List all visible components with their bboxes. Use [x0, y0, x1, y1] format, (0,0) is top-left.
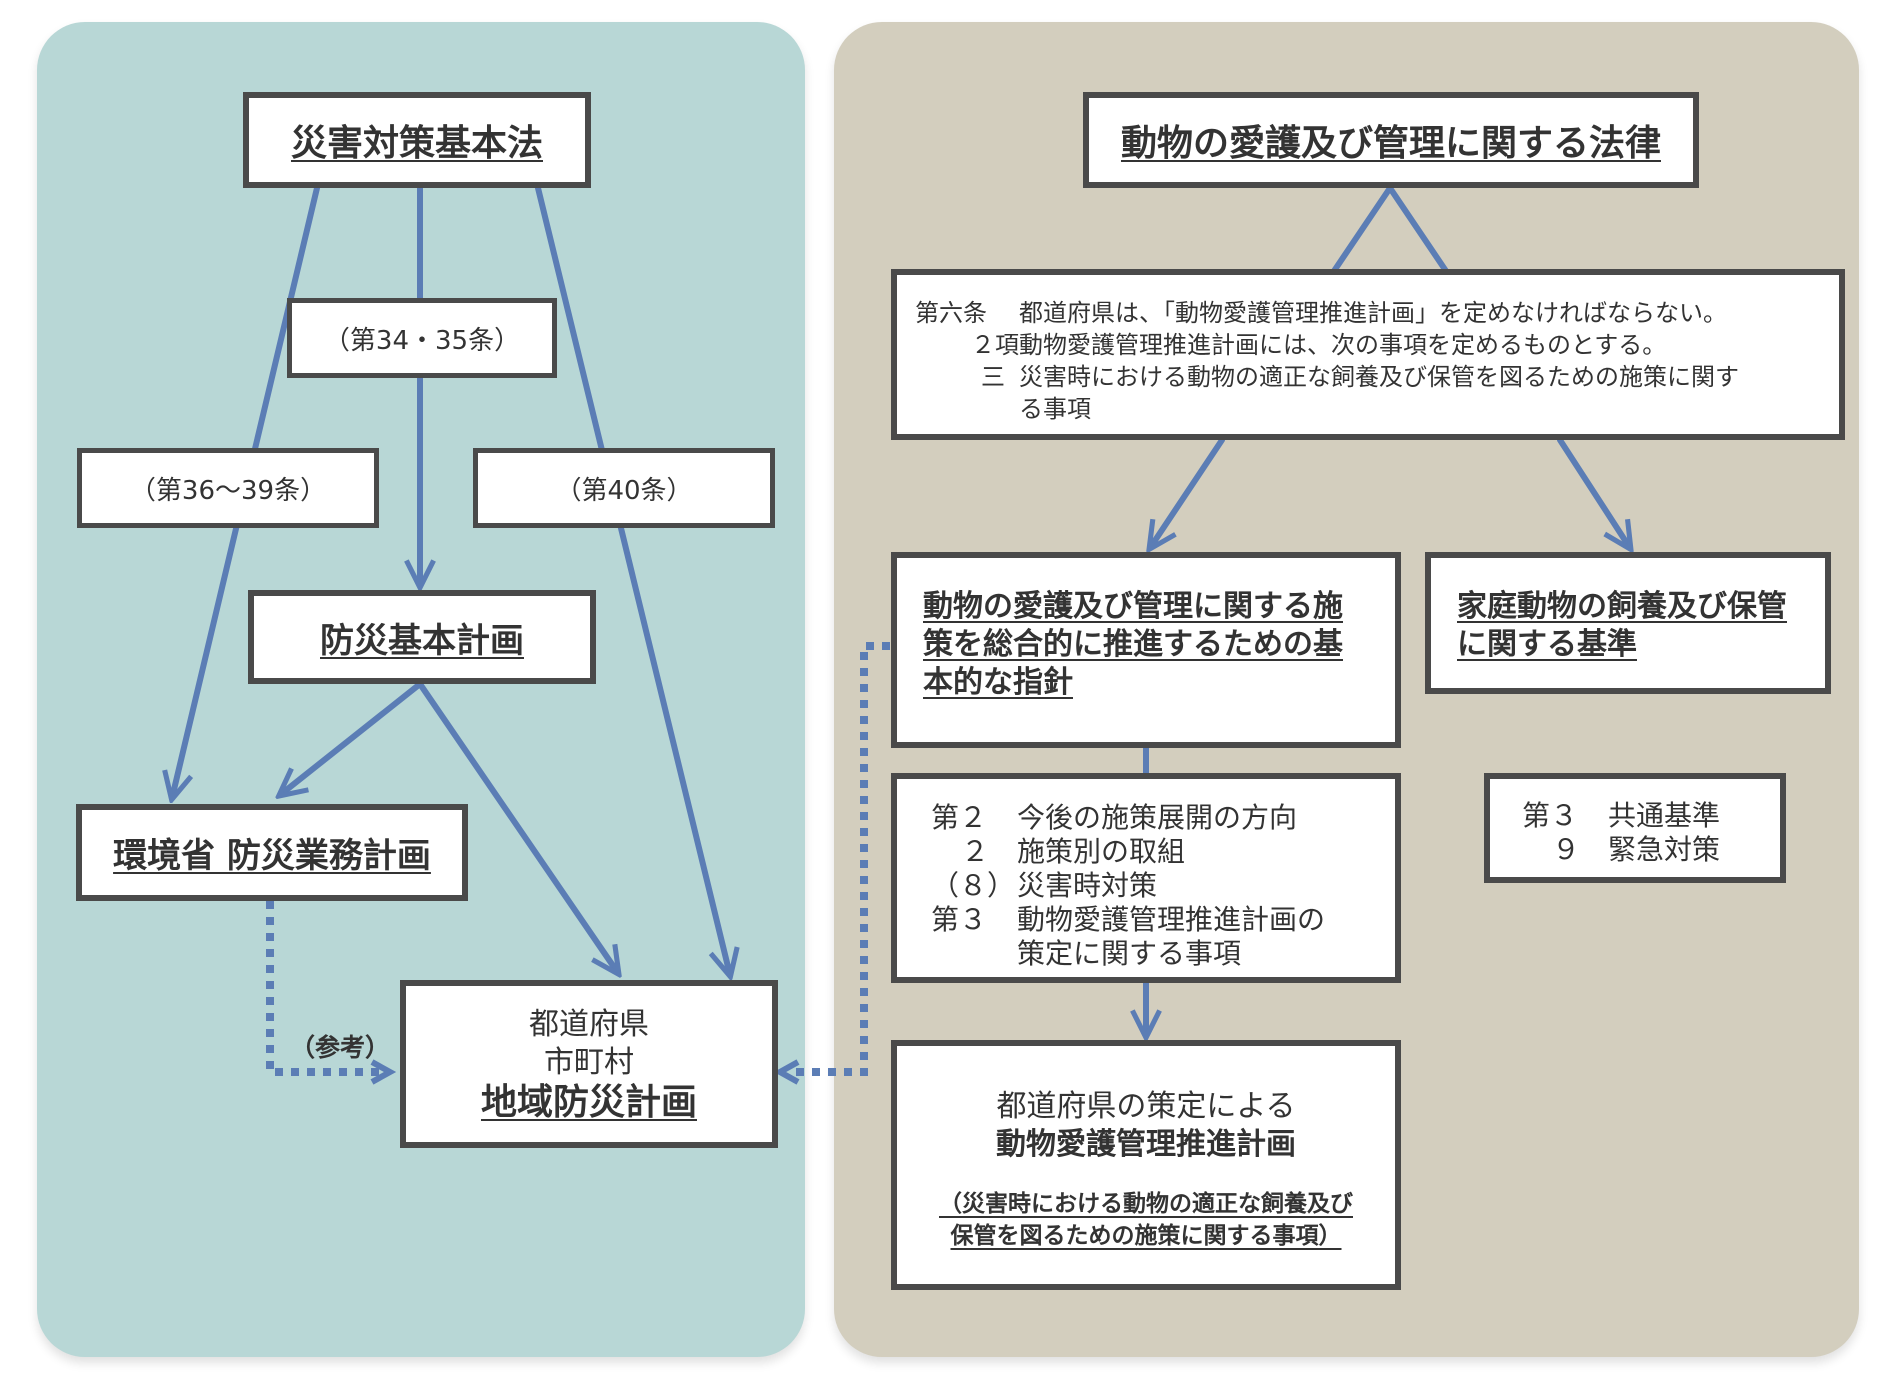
regional-plan-line1: 都道府県	[529, 1007, 649, 1042]
guideline-item: 第３ 動物愛護管理推進計画の	[931, 903, 1395, 937]
article6-row-text: 動物愛護管理推進計画には、次の事項を定めるものとする。	[1019, 331, 1667, 359]
guideline-item-text: 施策別の取組	[1017, 835, 1186, 868]
article6-row-text: 災害時における動物の適正な飼養及び保管を図るための施策に関す	[1019, 363, 1739, 391]
guideline-item-key: 第３	[931, 903, 988, 936]
left-panel-disaster	[37, 22, 805, 1357]
article-label-40: （第40条）	[473, 448, 775, 528]
guideline-items: 第２ 今後の施策展開の方向 ２ 施策別の取組 （８）災害時対策 第３ 動物愛護管理推進…	[891, 773, 1401, 983]
reference-label: （参考）	[290, 1033, 391, 1062]
guideline-item: 第２ 今後の施策展開の方向	[931, 801, 1395, 835]
standard-item-key: 第３	[1522, 799, 1579, 832]
basic-disaster-plan-title: 防災基本計画	[320, 620, 524, 661]
regional-plan-line2: 市町村	[544, 1045, 634, 1080]
ministry-disaster-plan: 環境省 防災業務計画	[76, 804, 468, 901]
article6-row: ２項 動物愛護管理推進計画には、次の事項を定めるものとする。	[915, 329, 1839, 361]
article6-row: 三 災害時における動物の適正な飼養及び保管を図るための施策に関す	[915, 361, 1839, 393]
guideline-item-text: 今後の施策展開の方向	[1017, 801, 1298, 834]
standard-item-text: 緊急対策	[1608, 833, 1721, 866]
basic-disaster-plan: 防災基本計画	[248, 590, 596, 684]
article6-row-text: る事項	[1019, 395, 1091, 423]
standard-item-key: ９	[1551, 833, 1580, 866]
standard-item: ９ 緊急対策	[1522, 833, 1780, 867]
article-label-36-39: （第36〜39条）	[77, 448, 379, 528]
standard-item: 第３ 共通基準	[1522, 799, 1780, 833]
guideline-item-text: 動物愛護管理推進計画の	[1017, 903, 1326, 936]
promotion-plan-note: （災害時における動物の適正な飼養及び保管を図るための施策に関する事項）	[939, 1191, 1353, 1249]
prefectural-promotion-plan: 都道府県の策定による 動物愛護管理推進計画 （災害時における動物の適正な飼養及び…	[891, 1040, 1401, 1290]
article-label-34-35: （第34・35条）	[287, 298, 557, 378]
guideline-item-text: 策定に関する事項	[1017, 937, 1242, 970]
guideline-item-key: （８）	[931, 869, 1016, 902]
standard-items: 第３ 共通基準 ９ 緊急対策	[1484, 773, 1786, 883]
article6-row-key	[915, 393, 1019, 425]
article6-box: 第六条 都道府県は、「動物愛護管理推進計画」を定めなければならない。 ２項 動物…	[891, 269, 1845, 440]
household-animal-standard: 家庭動物の飼養及び保管に関する基準	[1425, 552, 1831, 694]
article6-row-key: 三	[981, 363, 1005, 391]
article-label-36-39-text: （第36〜39条）	[129, 475, 327, 506]
article-label-40-text: （第40条）	[555, 475, 693, 506]
basic-guideline: 動物の愛護及び管理に関する施策を総合的に推進するための基本的な指針	[891, 552, 1401, 748]
law-animal-welfare: 動物の愛護及び管理に関する法律	[1083, 92, 1699, 188]
guideline-item-key: 第２	[931, 801, 988, 834]
ministry-disaster-plan-title: 環境省 防災業務計画	[113, 836, 431, 876]
article6-row-text: 都道府県は、「動物愛護管理推進計画」を定めなければならない。	[1019, 299, 1727, 327]
article6-row-key: 第六条	[915, 299, 987, 327]
standard-item-text: 共通基準	[1608, 799, 1721, 832]
guideline-item: （８）災害時対策	[931, 869, 1395, 903]
guideline-item: 策定に関する事項	[931, 937, 1395, 971]
article-label-34-35-text: （第34・35条）	[323, 325, 521, 356]
article6-row-key: ２項	[971, 331, 1019, 359]
guideline-item-text: 災害時対策	[1017, 869, 1158, 902]
article6-row: 第六条 都道府県は、「動物愛護管理推進計画」を定めなければならない。	[915, 297, 1839, 329]
promotion-plan-title: 動物愛護管理推進計画	[996, 1127, 1296, 1162]
law-disaster-title: 災害対策基本法	[290, 123, 543, 164]
guideline-item-key: ２	[960, 835, 989, 868]
article6-row: る事項	[915, 393, 1839, 425]
regional-plan-title: 地域防災計画	[480, 1082, 697, 1123]
law-animal-welfare-title: 動物の愛護及び管理に関する法律	[1120, 123, 1661, 164]
guideline-item: ２ 施策別の取組	[931, 835, 1395, 869]
law-disaster-countermeasures: 災害対策基本法	[243, 92, 591, 188]
promotion-plan-line1: 都道府県の策定による	[996, 1089, 1296, 1124]
basic-guideline-title: 動物の愛護及び管理に関する施策を総合的に推進するための基本的な指針	[923, 589, 1343, 700]
regional-disaster-plan: 都道府県 市町村 地域防災計画	[400, 980, 778, 1148]
household-animal-standard-title: 家庭動物の飼養及び保管に関する基準	[1457, 589, 1787, 662]
guideline-item-key	[931, 937, 1017, 971]
